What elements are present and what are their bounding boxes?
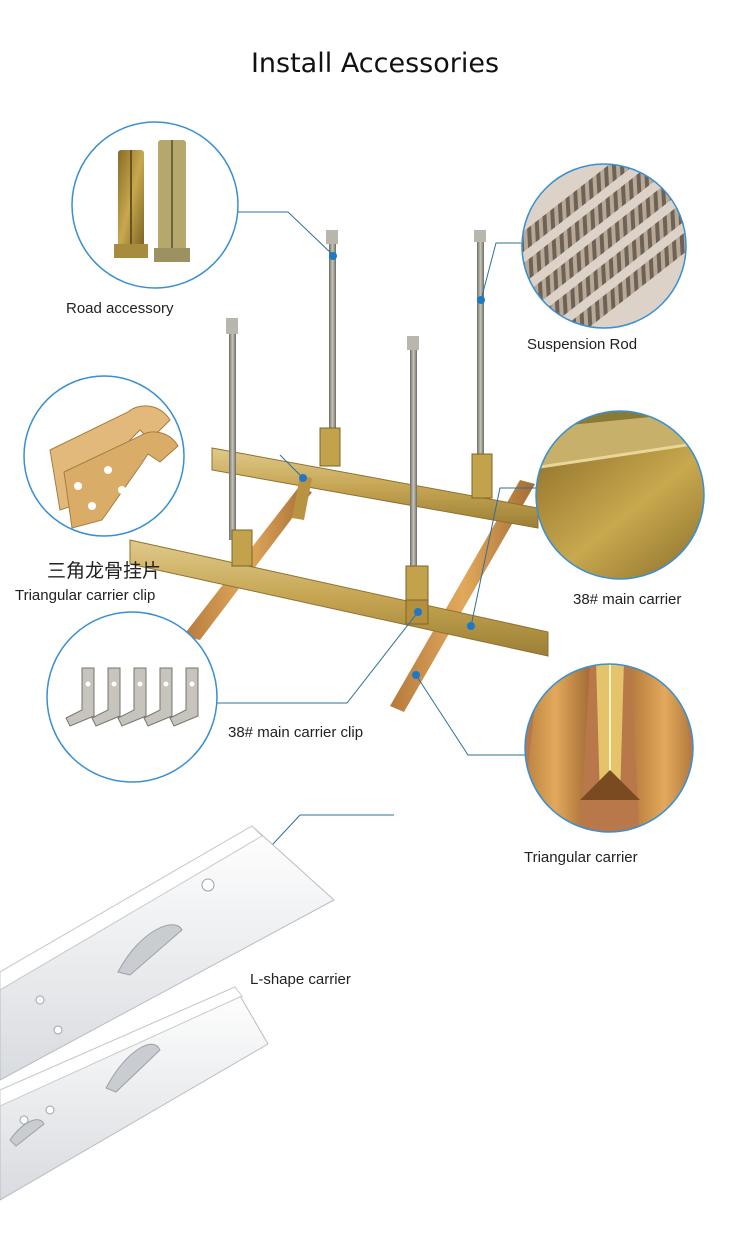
main-carrier-circle [535, 410, 705, 580]
suspension-rods [226, 230, 486, 575]
frame-hangers [231, 427, 493, 625]
label-main-carrier: 38# main carrier [573, 591, 682, 608]
l-shape-carriers [0, 825, 335, 1201]
label-triangular-carrier-clip: Triangular carrier clip [15, 587, 156, 604]
label-road-accessory: Road accessory [66, 300, 174, 317]
label-l-shape-carrier: L-shape carrier [250, 971, 351, 988]
label-suspension-rod: Suspension Rod [527, 336, 638, 353]
label-triangular-carrier: Triangular carrier [524, 849, 638, 866]
suspension-rod-circle [521, 163, 687, 329]
triangular-clip-circle [23, 375, 185, 537]
triangular-carrier-circle [524, 663, 694, 833]
main-carrier-clip-circle [46, 611, 218, 783]
road-accessory-circle [71, 121, 239, 289]
page-title: Install Accessories [250, 48, 500, 79]
label-main-carrier-clip: 38# main carrier clip [228, 724, 364, 741]
label-triangular-clip-cn: 三角龙骨挂片 [47, 560, 162, 582]
